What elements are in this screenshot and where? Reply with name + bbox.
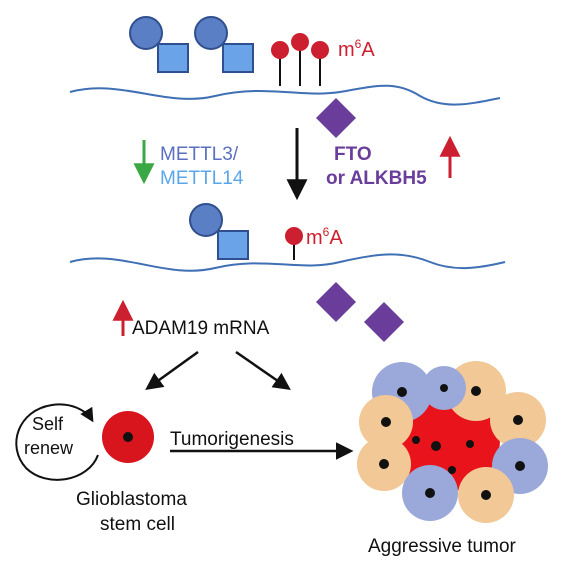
tumor-label: Aggressive tumor (368, 536, 517, 557)
top-m6a-marks (271, 33, 329, 86)
m6a-mark-1 (271, 41, 289, 59)
mettl3-circle-2 (194, 16, 228, 50)
mettl3-circle-3 (189, 203, 223, 237)
top-rna-strand (69, 84, 501, 106)
erasers-label-line2: or ALKBH5 (326, 168, 427, 189)
middle-m6a-marks (285, 227, 303, 260)
eraser-diamond-mid-2 (364, 302, 404, 342)
mettl14-square-2 (222, 43, 254, 73)
self-renew-label-line2: renew (24, 438, 74, 458)
writer-complex-3 (189, 203, 249, 260)
top-m6a-label: m6A (338, 37, 375, 61)
mettl3-circle-1 (129, 16, 163, 50)
erasers-label-line1: FTO (334, 144, 372, 165)
aggressive-tumor (357, 361, 548, 523)
self-renew-label-line1: Self (32, 414, 64, 434)
gsc-label-line1: Glioblastoma (76, 489, 187, 510)
eraser-diamond-top (316, 98, 356, 138)
writer-complex-1 (129, 16, 189, 73)
branch-arrow-left (145, 350, 199, 391)
m6a-mark-3 (311, 41, 329, 59)
branch-arrow-right (235, 350, 291, 390)
eraser-diamond-mid-1 (316, 282, 356, 322)
middle-m6a-label: m6A (306, 225, 343, 249)
self-renew-loop-arrow (15, 403, 99, 481)
writers-label-line2: METTL14 (160, 168, 244, 189)
m6a-mark-4 (285, 227, 303, 245)
writers-label-line1: METTL3/ (160, 144, 239, 165)
mettl14-square-1 (157, 43, 189, 73)
target-label: ADAM19 mRNA (132, 318, 270, 339)
writer-complex-2 (194, 16, 254, 73)
glioblastoma-stem-cell (102, 411, 154, 463)
middle-rna-strand (69, 253, 506, 272)
gsc-label-line2: stem cell (100, 514, 175, 535)
mettl14-square-3 (217, 230, 249, 260)
m6a-mark-2 (291, 33, 309, 51)
tumorigenesis-label: Tumorigenesis (170, 429, 294, 450)
